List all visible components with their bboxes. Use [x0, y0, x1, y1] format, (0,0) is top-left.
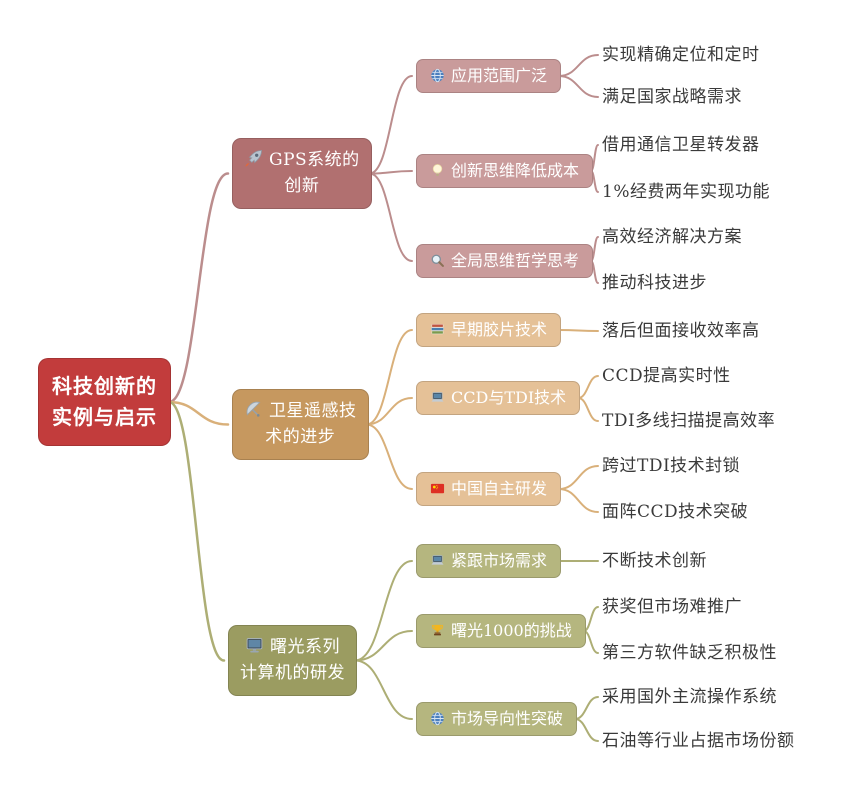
desktop-computer-icon: [245, 635, 264, 661]
branch-topic-satellite[interactable]: 卫星遥感技 术的进步: [232, 389, 369, 460]
topic-label: 曙光1000的挑战: [451, 621, 572, 640]
leaf-topic[interactable]: CCD提高实时性: [602, 366, 731, 386]
topic-label: 中国自主研发: [451, 479, 548, 498]
leaf-topic[interactable]: 面阵CCD技术突破: [602, 502, 749, 522]
topic-label: 应用范围广泛: [451, 66, 548, 85]
branch-topic-label: 卫星遥感技 术的进步: [265, 401, 357, 447]
topic-label: CCD与TDI技术: [451, 388, 567, 407]
globe-icon: [430, 708, 445, 730]
leaf-topic[interactable]: 高效经济解决方案: [602, 227, 742, 247]
topic-global-thinking[interactable]: 全局思维哲学思考: [416, 244, 594, 278]
china-flag-icon: [430, 478, 445, 500]
leaf-topic[interactable]: 不断技术创新: [602, 551, 707, 571]
leaf-topic[interactable]: 第三方软件缺乏积极性: [602, 643, 777, 663]
topic-label: 创新思维降低成本: [451, 161, 580, 180]
trophy-icon: [430, 620, 445, 642]
topic-china-independent[interactable]: 中国自主研发: [416, 472, 562, 506]
topic-ccd-tdi[interactable]: CCD与TDI技术: [416, 381, 581, 415]
satellite-dish-icon: [244, 399, 263, 425]
topic-market-demand[interactable]: 紧跟市场需求: [416, 544, 562, 578]
topic-application-range[interactable]: 应用范围广泛: [416, 59, 562, 93]
leaf-topic[interactable]: 1%经费两年实现功能: [602, 182, 770, 202]
leaf-topic[interactable]: 推动科技进步: [602, 273, 707, 293]
leaf-topic[interactable]: 采用国外主流操作系统: [602, 687, 777, 707]
branch-topic-gps[interactable]: GPS系统的 创新: [232, 138, 372, 209]
light-bulb-icon: [430, 160, 445, 182]
topic-label: 市场导向性突破: [451, 709, 564, 728]
leaf-topic[interactable]: 获奖但市场难推广: [602, 597, 742, 617]
topic-label: 全局思维哲学思考: [451, 251, 580, 270]
branch-topic-label: GPS系统的 创新: [269, 150, 360, 196]
topic-market-breakthrough[interactable]: 市场导向性突破: [416, 702, 578, 736]
leaf-topic[interactable]: 实现精确定位和定时: [602, 45, 760, 65]
topic-dawning-1000[interactable]: 曙光1000的挑战: [416, 614, 586, 648]
topic-early-film[interactable]: 早期胶片技术: [416, 313, 562, 347]
leaf-topic[interactable]: 满足国家战略需求: [602, 87, 742, 107]
magnifier-icon: [430, 250, 445, 272]
root-topic-label: 科技创新的 实例与启示: [52, 374, 157, 429]
laptop-icon: [430, 550, 445, 572]
leaf-topic[interactable]: 跨过TDI技术封锁: [602, 456, 741, 476]
globe-icon: [430, 65, 445, 87]
branch-topic-label: 曙光系列 计算机的研发: [240, 637, 345, 683]
leaf-topic[interactable]: TDI多线扫描提高效率: [602, 411, 776, 431]
topic-label: 紧跟市场需求: [451, 551, 548, 570]
books-icon: [430, 319, 445, 341]
laptop-icon: [430, 387, 445, 409]
root-topic[interactable]: 科技创新的 实例与启示: [38, 358, 171, 446]
topic-label: 早期胶片技术: [451, 320, 548, 339]
branch-topic-dawning[interactable]: 曙光系列 计算机的研发: [228, 625, 357, 696]
leaf-topic[interactable]: 借用通信卫星转发器: [602, 135, 760, 155]
topic-innovative-thinking[interactable]: 创新思维降低成本: [416, 154, 594, 188]
leaf-topic[interactable]: 落后但面接收效率高: [602, 321, 760, 341]
rocket-icon: [244, 148, 263, 174]
leaf-topic[interactable]: 石油等行业占据市场份额: [602, 731, 795, 751]
